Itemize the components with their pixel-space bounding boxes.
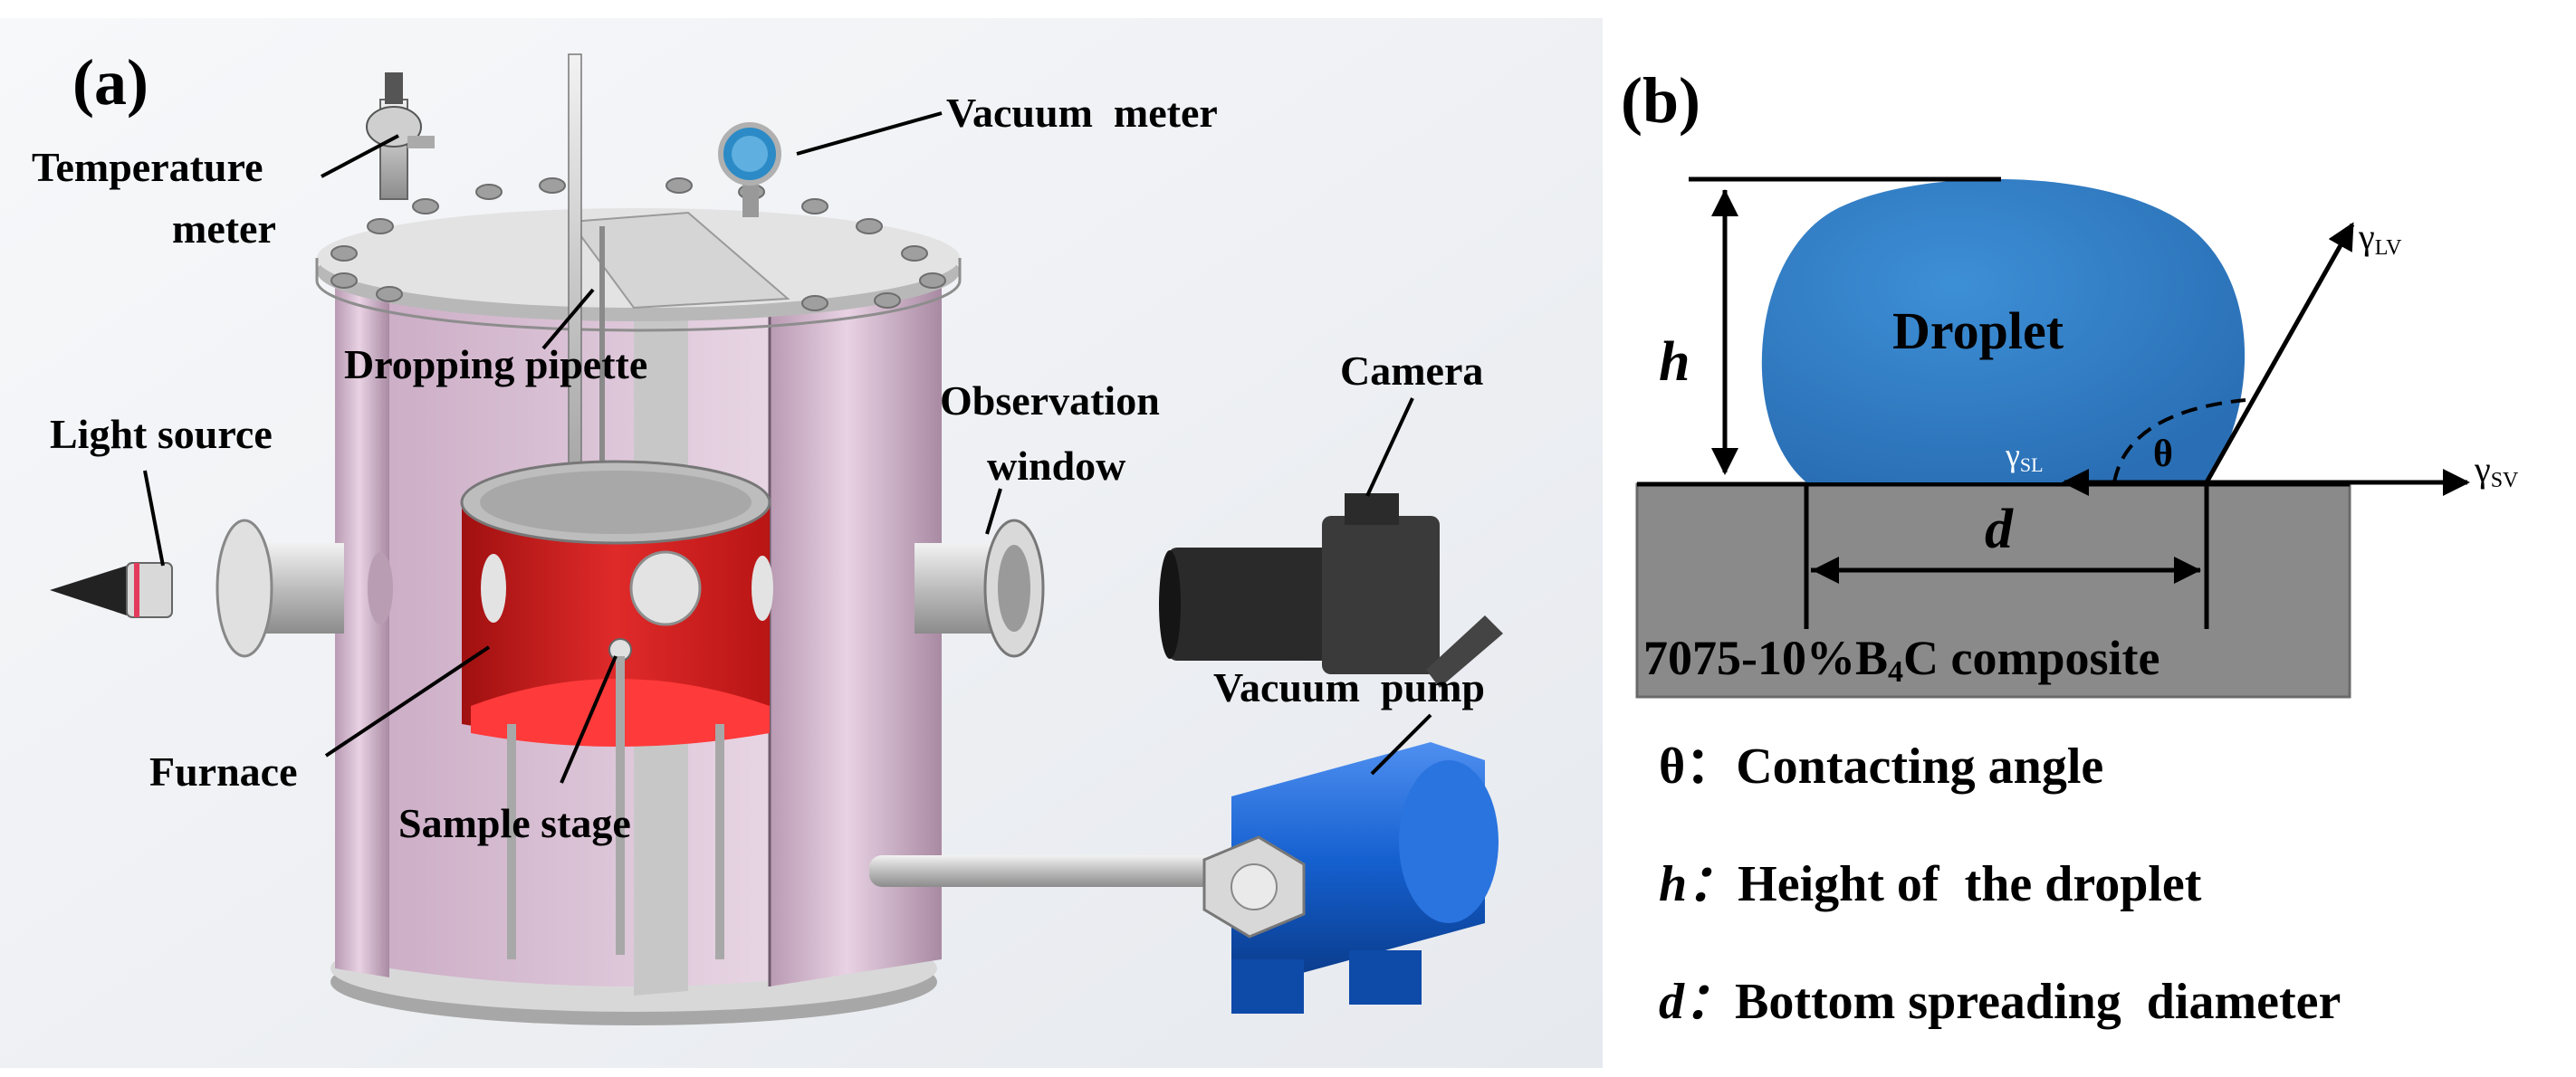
d-symbol: d (1985, 499, 2014, 560)
legend-item-theta: θ：Contacting angle (1659, 739, 2103, 795)
light-source-device (50, 562, 173, 618)
label-sample-stage: Sample stage (398, 800, 631, 846)
substrate-label-part2: C composite (1903, 631, 2159, 685)
substrate-label-part1: 7075-10%B (1643, 631, 1888, 685)
label-vacuum-meter: Vacuum meter (946, 90, 1218, 136)
legend-d-symbol: d： (1659, 974, 1735, 1030)
contact-angle-arc (2112, 398, 2246, 483)
label-temperature-meter-line2: meter (172, 205, 276, 252)
substrate-label: 7075-10%B4C composite (1643, 631, 2159, 689)
h-symbol: h (1659, 331, 1690, 393)
gamma-lv-symbol: γ (2358, 216, 2375, 257)
legend: θ：Contacting angle h：Height of the dropl… (1659, 739, 2341, 1030)
furnace (460, 460, 773, 747)
gamma-lv-subscript: LV (2375, 236, 2402, 260)
camera-device (1159, 493, 1503, 688)
panel-b-tag: (b) (1621, 64, 1700, 137)
gamma-sl-symbol: γ (2005, 437, 2020, 473)
legend-h-text: Height of the droplet (1738, 856, 2202, 912)
sample-stage (507, 638, 724, 959)
gamma-sv-symbol: γ (2474, 449, 2491, 490)
vacuum-meter-gauge (718, 122, 781, 217)
gamma-lv-vector (2204, 222, 2355, 484)
left-observation-port (215, 519, 393, 658)
theta-symbol: θ (2153, 434, 2173, 475)
label-observation-window-line1: Observation (940, 377, 1160, 424)
gamma-sv-subscript: SV (2491, 469, 2519, 492)
gamma-sl-label: γSL (2005, 437, 2044, 476)
label-temperature-meter-line1: Temperature (32, 144, 263, 190)
label-light-source: Light source (50, 411, 273, 457)
label-dropping-pipette: Dropping pipette (344, 341, 647, 387)
substrate-label-subscript: 4 (1888, 655, 1903, 689)
legend-theta-symbol: θ： (1659, 739, 1736, 795)
gamma-lv-label: γLV (2358, 216, 2402, 260)
panel-b: (b) Droplet h d θ γLV γSV γSL 7075-10%B4… (1621, 64, 2519, 1030)
droplet-label: Droplet (1892, 301, 2064, 360)
legend-d-text: Bottom spreading diameter (1735, 974, 2341, 1030)
legend-item-d: d：Bottom spreading diameter (1659, 974, 2341, 1030)
label-vacuum-pump: Vacuum pump (1213, 664, 1485, 710)
legend-item-h: h：Height of the droplet (1659, 856, 2202, 912)
label-observation-window-line2: window (987, 443, 1125, 489)
gamma-sv-label: γSV (2474, 449, 2519, 492)
gamma-sl-subscript: SL (2020, 453, 2044, 476)
right-observation-port (915, 519, 1045, 658)
panel-a: (a) (0, 18, 1603, 1068)
leader-lines (143, 111, 1432, 784)
droplet (1761, 178, 2246, 483)
panel-a-tag: (a) (72, 46, 148, 119)
label-furnace: Furnace (149, 748, 298, 795)
label-camera: Camera (1340, 348, 1483, 394)
legend-h-symbol: h： (1659, 856, 1738, 912)
vacuum-pump-device (869, 742, 1499, 1014)
legend-theta-text: Contacting angle (1736, 739, 2103, 795)
temperature-meter-device (366, 72, 435, 200)
